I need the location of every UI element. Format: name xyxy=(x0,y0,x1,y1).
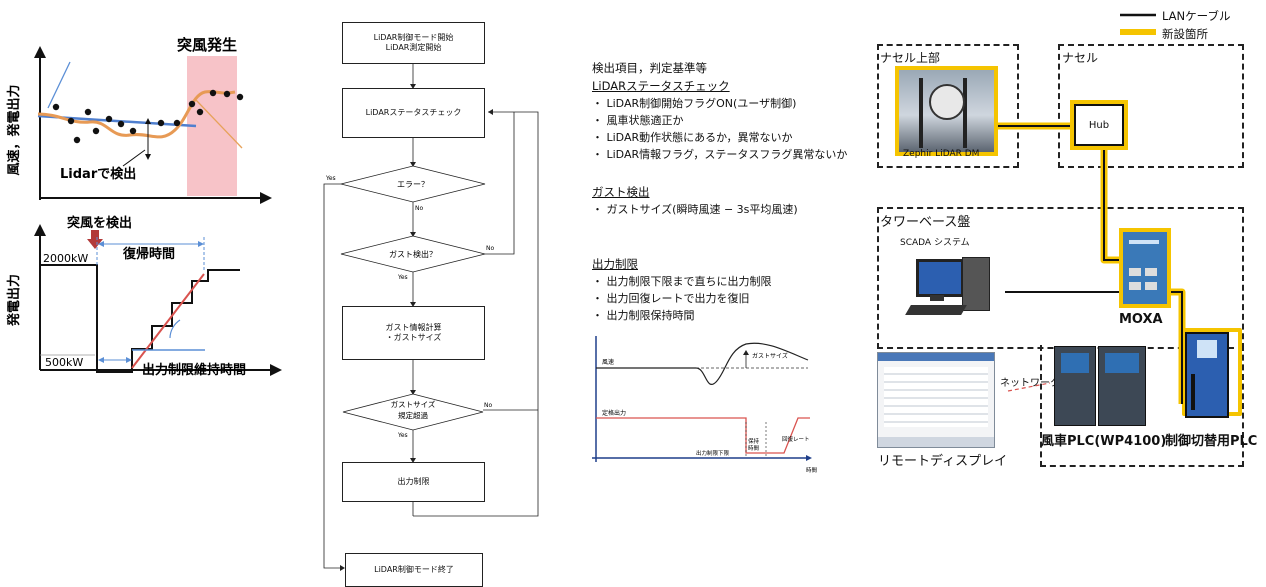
lidar-photo xyxy=(895,66,998,156)
legend-swatches xyxy=(1120,13,1156,35)
nacelle-label: ナセル xyxy=(1062,51,1099,65)
hold-time-label: 出力制限維持時間 xyxy=(142,362,246,378)
criteria-item: ガストサイズ(瞬時風速 − 3s平均風速) xyxy=(606,203,798,216)
gust-decision xyxy=(340,235,486,273)
tower-base-label: タワーベース盤 xyxy=(880,215,971,230)
legend-lan: LANケーブル xyxy=(1162,9,1231,23)
computer-icon xyxy=(905,255,994,323)
yes-error: Yes xyxy=(325,175,336,182)
section-heading: 出力制限 xyxy=(592,257,638,271)
start-box: LiDAR制御モード開始 LiDAR測定開始 xyxy=(342,22,485,64)
status-check-box: LiDARステータスチェック xyxy=(342,88,485,138)
wind-points xyxy=(52,89,244,144)
power-steps xyxy=(40,264,240,373)
criteria-item: 出力制限下限まで直ちに出力制限 xyxy=(606,275,772,288)
plc-label: 風車PLC(WP4100) xyxy=(1041,434,1167,449)
calc-box: ガスト情報計算 ・ガストサイズ xyxy=(342,306,485,360)
remote-display-screen xyxy=(877,352,995,448)
no-exceed: No xyxy=(484,402,492,409)
nacelle-zone xyxy=(1058,44,1244,168)
mini-recovery: 回復レート xyxy=(782,435,810,443)
error-text: エラー？ xyxy=(397,180,429,189)
start-text-2: LiDAR測定開始 xyxy=(385,43,442,52)
power-y-label: 発電出力 xyxy=(6,274,22,327)
error-decision xyxy=(340,165,486,203)
mini-rated-label: 定格出力 xyxy=(602,409,626,417)
network-link-label: ネットワーク xyxy=(1000,378,1060,389)
status-check-text: LiDARステータスチェック xyxy=(365,107,462,117)
end-box: LiDAR制御モード終了 xyxy=(345,553,483,587)
no-error: No xyxy=(415,205,423,212)
criteria-item: 風車状態適正か xyxy=(606,114,684,127)
criteria-section-status: LiDARステータスチェック ・ LiDAR制御開始フラグON(ユーザ制御) ・… xyxy=(592,79,848,161)
calc-text-1: ガスト情報計算 xyxy=(385,322,442,332)
lidar-label: Zephir LiDAR DM xyxy=(903,149,980,159)
remote-label: リモートディスプレイ xyxy=(878,454,1008,469)
level-low-label: 500kW xyxy=(45,356,83,369)
criteria-item: 出力制限保持時間 xyxy=(606,309,695,322)
detect-label: Lidarで検出 xyxy=(60,166,136,182)
calc-text-2: ・ガストサイズ xyxy=(385,333,442,342)
gust-detect-text: ガスト検出？ xyxy=(389,249,437,259)
gust-label: 突風発生 xyxy=(177,36,237,54)
lidar-sensor-icon xyxy=(929,84,965,120)
moxa-label: MOXA xyxy=(1119,312,1163,327)
yes-exceed: Yes xyxy=(397,432,408,439)
power-trace xyxy=(596,417,810,454)
plc-module-1 xyxy=(1054,346,1096,426)
level-high-label: 2000kW xyxy=(43,252,88,265)
hub-box: Hub xyxy=(1070,100,1128,150)
mini-hold-1: 保持 xyxy=(748,437,760,445)
mini-wind-label: 風速 xyxy=(602,359,614,366)
limit-text: 出力制限 xyxy=(397,476,430,486)
switch-plc-label: 制御切替用PLC xyxy=(1165,434,1258,449)
exceed-decision xyxy=(342,393,484,431)
switch-plc-device xyxy=(1185,332,1229,418)
mini-chart: 風速 定格出力 ガストサイズ 保持 時間 回復レート 出力制限下限 時間 xyxy=(592,336,818,474)
exceed-text-1: ガストサイズ xyxy=(391,399,436,409)
power-chart: 発電出力 突風を検出 復帰時間 2000kW 500kW 出力制限維持時間 xyxy=(6,215,282,378)
scada-label: SCADA システム xyxy=(900,238,970,248)
mini-hold-2: 時間 xyxy=(748,444,760,452)
mini-gust-size: ガストサイズ xyxy=(752,352,788,360)
nacelle-top-zone xyxy=(877,44,1019,168)
yes-gust: Yes xyxy=(397,274,408,281)
section-heading: ガスト検出 xyxy=(592,185,650,199)
section-heading: LiDARステータスチェック xyxy=(592,79,730,93)
recovery-rate xyxy=(131,273,205,369)
wind-curve xyxy=(37,90,236,139)
exceed-text-2: 規定超過 xyxy=(398,410,428,420)
plc-module-2 xyxy=(1098,346,1146,426)
criteria-section-gust: ガスト検出 ・ ガストサイズ(瞬時風速 − 3s平均風速) xyxy=(592,185,798,216)
criteria-section-limit: 出力制限 ・ 出力制限下限まで直ちに出力制限 ・ 出力回復レートで出力を復旧 ・… xyxy=(592,257,772,322)
recovery-label: 復帰時間 xyxy=(122,246,175,262)
criteria-item: LiDAR情報フラグ，ステータスフラグ異常ないか xyxy=(606,148,848,161)
mini-lower-limit: 出力制限下限 xyxy=(696,449,730,457)
legend-new: 新設箇所 xyxy=(1162,27,1208,41)
criteria-item: LiDAR制御開始フラグON(ユーザ制御) xyxy=(606,97,797,110)
end-text: LiDAR制御モード終了 xyxy=(374,564,454,574)
criteria-intro: 検出項目，判定基準等 xyxy=(592,61,707,75)
nacelle-top-label: ナセル上部 xyxy=(880,51,941,65)
gust-chart: 風速，発電出力 突風発生 Lidarで検出 xyxy=(6,36,272,204)
wind-trace xyxy=(596,342,809,385)
gust-y-label: 風速，発電出力 xyxy=(6,84,22,175)
detect-gust-label: 突風を検出 xyxy=(67,215,132,231)
moxa-device xyxy=(1119,228,1171,308)
criteria-item: LiDAR動作状態にあるか，異常ないか xyxy=(606,131,793,144)
criteria-item: 出力回復レートで出力を復旧 xyxy=(606,292,750,305)
hub-label: Hub xyxy=(1088,119,1110,131)
limit-box: 出力制限 xyxy=(342,462,485,502)
no-gust: No xyxy=(486,245,494,252)
detect-arrow xyxy=(87,239,103,249)
plc-zone xyxy=(1040,345,1244,467)
flowchart-lines: エラー？ ガスト検出？ ガストサイズ 規定超過 Yes No No Yes No… xyxy=(323,62,539,571)
mini-time: 時間 xyxy=(806,466,818,474)
start-text-1: LiDAR制御モード開始 xyxy=(373,32,454,42)
